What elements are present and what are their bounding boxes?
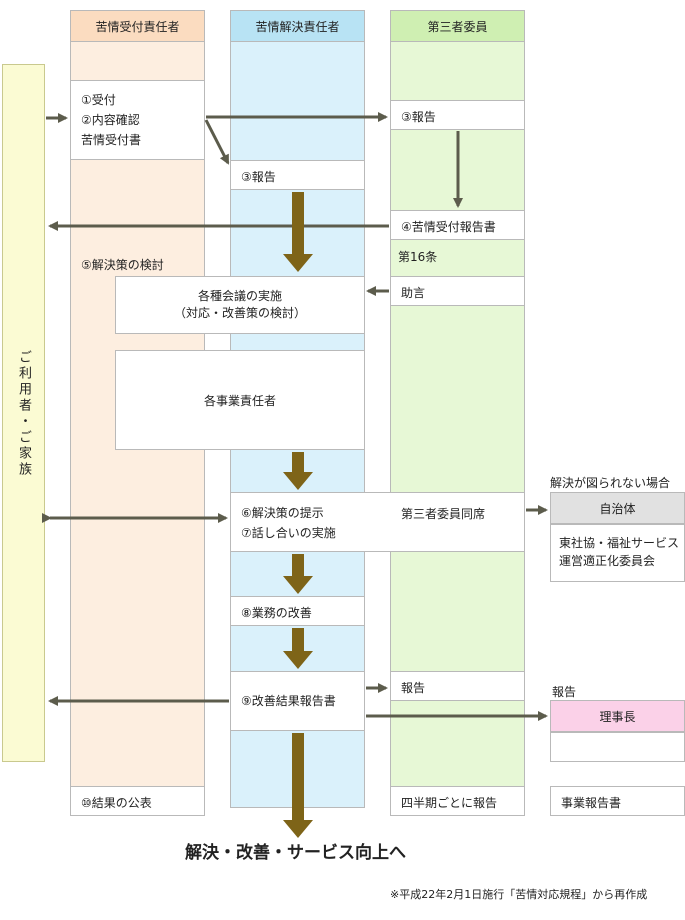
report-to-chairman-label: 報告 [552,685,577,699]
receipt-box: ①受付 ②内容確認 苦情受付書 [70,80,205,160]
report-third-box: ③報告 [390,100,525,130]
goal-label: 解決・改善・サービス向上へ [185,843,406,863]
user-family-label: ご利用者・ご家族 [16,350,31,478]
big-arrow-1 [283,192,313,272]
propose-label: ⑥解決策の提示 [241,506,324,520]
advice-box: 助言 [390,276,525,306]
third-report-box: 報告 [390,671,525,701]
committee-line2: 運営適正化委員会 [559,554,656,568]
receipt-label: ①受付 [81,93,116,107]
dept-heads-box: 各事業責任者 [115,350,365,450]
receipt-report-label: ④苦情受付報告書 [401,220,496,234]
reception-header: 苦情受付責任者 [70,10,205,42]
complaint-form-label: 苦情受付書 [81,133,142,147]
user-family-bar [2,64,45,762]
arrow-receipt-to-resolution [204,119,230,165]
proposal-box: ⑥解決策の提示 ⑦話し合いの実施 [230,492,525,552]
improve-label: ⑧業務の改善 [241,606,312,620]
footnote: ※平成22年2月1日施行「苦情対応規程」から再作成 [390,888,648,901]
article16-label: 第16条 [398,250,438,264]
report-third-label: ③報告 [401,110,436,124]
third-party-present-label: 第三者委員同席 [401,507,486,521]
publish-results-box: ⑩結果の公表 [70,786,205,816]
publish-results-label: ⑩結果の公表 [81,796,152,810]
business-report-label: 事業報告書 [561,796,622,810]
improve-box: ⑧業務の改善 [230,596,365,626]
third-party-header: 第三者委員 [390,10,525,42]
meeting-line2: （対応・改善策の検討） [173,306,306,320]
consider-solution-label: ⑤解決策の検討 [81,258,164,272]
quarterly-box: 四半期ごとに報告 [390,786,525,816]
dept-heads-label: 各事業責任者 [203,393,276,408]
committee-line1: 東社協・福祉サービス [559,536,680,550]
receipt-report-box: ④苦情受付報告書 [390,210,525,240]
result-report-label: ⑨改善結果報告書 [241,694,336,708]
result-report-box: ⑨改善結果報告書 [230,671,365,731]
resolution-header: 苦情解決責任者 [230,10,365,42]
business-report-box: 事業報告書 [550,786,685,816]
unresolved-label: 解決が図られない場合 [550,476,671,490]
quarterly-label: 四半期ごとに報告 [401,796,498,810]
meeting-box: 各種会議の実施 （対応・改善策の検討） [115,276,365,334]
municipality-header: 自治体 [550,492,685,524]
big-arrow-2 [283,452,313,490]
big-arrow-3 [283,554,313,594]
report-resolution-box: ③報告 [230,160,365,190]
content-check-label: ②内容確認 [81,113,140,127]
big-arrow-5 [283,733,313,838]
third-report-label: 報告 [401,681,426,695]
discuss-label: ⑦話し合いの実施 [241,526,336,540]
advice-label: 助言 [401,286,426,300]
report-resolution-label: ③報告 [241,170,276,184]
meeting-line1: 各種会議の実施 [197,289,282,303]
chairman-body [550,732,685,762]
big-arrow-4 [283,628,313,669]
